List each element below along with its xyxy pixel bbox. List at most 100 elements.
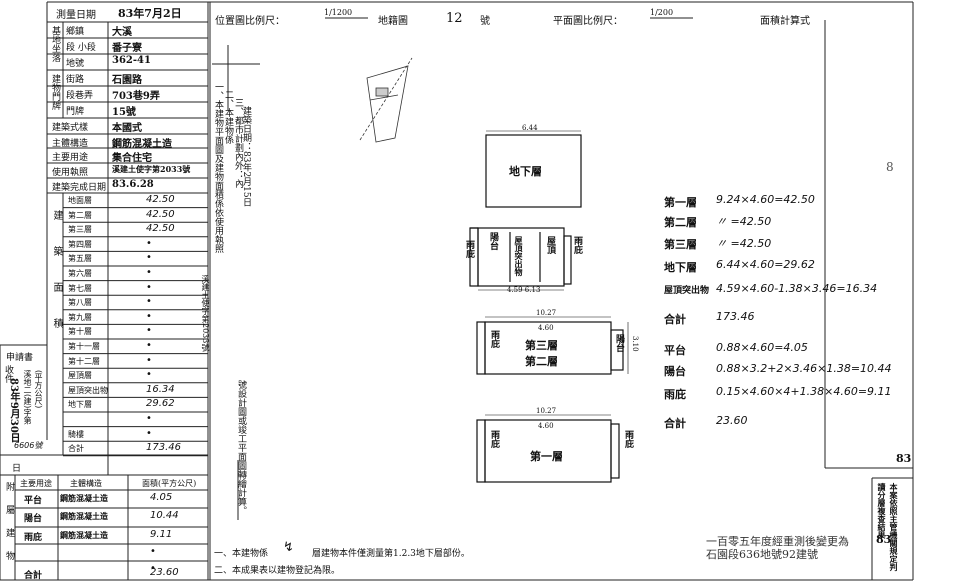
- upper-label-3f: 第三層: [525, 339, 558, 352]
- floor-name: 地面層: [68, 196, 92, 205]
- upper-top-dim: 10.27: [536, 309, 557, 317]
- calc-formula: 4.59×4.60-1.38×3.46=16.34: [716, 282, 878, 295]
- basement-dim: 6.44: [522, 124, 538, 132]
- property-label: 段 小段: [66, 43, 96, 53]
- floor-area: •: [146, 413, 152, 424]
- calc-label: 地下層: [664, 261, 697, 274]
- map-sheet-suffix: 號: [480, 16, 490, 27]
- annex-area: 10.44: [150, 510, 179, 521]
- floor-area: •: [146, 296, 152, 308]
- vertical-note: 建築日期：83年2月15日: [241, 106, 251, 207]
- calc-label: 屋頂突出物: [664, 286, 710, 296]
- calc-label: 陽台: [664, 365, 686, 378]
- floor-name: 第六層: [68, 269, 92, 278]
- roof-label-penthouse: 屋頂突出物: [514, 236, 524, 276]
- property-value: 集合住宅: [112, 153, 152, 164]
- annex-use: 雨庇: [24, 533, 43, 543]
- floor-area-group-label: 建築面積: [51, 210, 62, 354]
- property-value: 83.6.28: [112, 179, 154, 190]
- floor-name: 地下層: [68, 400, 92, 410]
- bottom-note-1-mark: ↯: [283, 540, 294, 555]
- floor-area: •: [146, 340, 152, 351]
- side-label-doorplate: 建物門牌: [50, 74, 60, 110]
- calc-formula: 0.88×3.2+2×3.46×1.38=10.44: [716, 362, 892, 375]
- annex-structure: 鋼筋混凝土造: [60, 511, 108, 521]
- property-label: 主體構造: [52, 139, 89, 149]
- survey-date-value: 83年7月2日: [118, 7, 182, 20]
- receipt-date: 83年9月30日: [8, 378, 19, 443]
- roof-label-roof: 屋頂: [545, 236, 555, 254]
- floor-area: •: [146, 354, 152, 366]
- property-value: 鋼筋混凝土造: [112, 139, 172, 150]
- bottom-note-2: 二、本成果表以建物登記為限。: [214, 566, 341, 576]
- plan-scale-value: 1/200: [650, 8, 674, 17]
- floor-area: 42.50: [146, 194, 175, 205]
- stamp-line-2: 石園段636地號92建號: [706, 548, 818, 561]
- ground-inner-dim: 4.60: [538, 422, 554, 430]
- property-value: 703巷9弄: [112, 91, 160, 102]
- calc-label: 合計: [664, 417, 686, 430]
- stamp-line-1: 一百零五年度經重測後變更為: [706, 535, 849, 548]
- property-label: 主要用途: [52, 153, 89, 163]
- property-value: 溪建土使字第2033號: [112, 164, 191, 174]
- upper-label-canopy: 雨庇: [489, 330, 499, 348]
- floor-name: 第三層: [68, 225, 92, 235]
- floor-area: 16.34: [146, 383, 175, 395]
- property-label: 建築完成日期: [52, 183, 107, 193]
- basement-label: 地下層: [509, 165, 542, 178]
- annex-area: •: [150, 546, 156, 557]
- unit-label: (平方公尺): [34, 370, 43, 409]
- property-label: 地號: [66, 59, 85, 69]
- annex-area: 4.05: [150, 492, 173, 503]
- area-formula-label: 面積計算式: [760, 16, 810, 27]
- floor-name: 第十層: [68, 327, 92, 337]
- annex-col-structure: 主體構造: [70, 479, 102, 488]
- annex-col-use: 主要用途: [20, 479, 52, 488]
- calc-formula: 173.46: [716, 310, 755, 323]
- property-label: 使用執照: [52, 168, 89, 178]
- map-sheet-no: 12: [446, 11, 463, 26]
- calc-label: 合計: [664, 313, 686, 326]
- property-value: 大溪: [112, 27, 132, 38]
- vertical-note-design: 號設計圖或竣工平面圖轉繪計算。: [236, 380, 246, 515]
- floor-area: •: [146, 369, 152, 381]
- upper-label-balcony: 陽台: [614, 334, 624, 352]
- floor-area: •: [146, 252, 152, 264]
- day-label: 日: [12, 464, 22, 474]
- survey-date-label: 測量日期: [56, 10, 96, 21]
- floor-name: 第九層: [68, 312, 92, 322]
- floor-area: •: [146, 325, 152, 337]
- annex-area: 9.11: [150, 529, 173, 540]
- ground-label-canopy-left: 雨庇: [489, 430, 499, 448]
- vertical-note: 三、都市計劃內外：內: [233, 98, 243, 188]
- calc-formula: 6.44×4.60=29.62: [716, 258, 815, 271]
- vertical-note-license: 溪建土使字第2033號: [201, 275, 210, 352]
- calc-formula: 〃 =42.50: [716, 237, 772, 250]
- property-label: 街路: [66, 75, 85, 85]
- property-label: 段巷弄: [66, 91, 94, 101]
- floor-name: 第四層: [68, 239, 92, 249]
- floor-area: •: [146, 281, 152, 293]
- case-number: 6606號: [14, 441, 43, 450]
- calc-label: 第一層: [664, 196, 697, 209]
- calc-formula: 9.24×4.60=42.50: [716, 193, 815, 206]
- location-scale-label: 位置圖比例尺：: [215, 16, 285, 27]
- upper-side-dim: 3.10: [631, 336, 639, 352]
- annex-use: 平台: [24, 496, 43, 506]
- property-value: 15號: [112, 107, 136, 118]
- annex-area: •: [150, 563, 156, 574]
- calc-formula: 0.88×4.60=4.05: [716, 341, 808, 354]
- calc-label: 平台: [664, 344, 686, 357]
- ground-top-dim: 10.27: [536, 407, 557, 415]
- floor-name: 第五層: [68, 254, 92, 264]
- floor-name: 屋頂層: [68, 371, 92, 381]
- calc-formula: 〃 =42.50: [716, 215, 772, 228]
- floor-area: 173.46: [146, 442, 181, 454]
- calc-label: 第三層: [664, 238, 697, 251]
- floor-name: 第八層: [68, 298, 92, 308]
- side-label-land: 基地坐落: [50, 26, 60, 62]
- upper-inner-dim: 4.60: [538, 324, 554, 332]
- upper-label-2f: 第二層: [525, 355, 558, 368]
- location-scale-value: 1/1200: [324, 8, 353, 17]
